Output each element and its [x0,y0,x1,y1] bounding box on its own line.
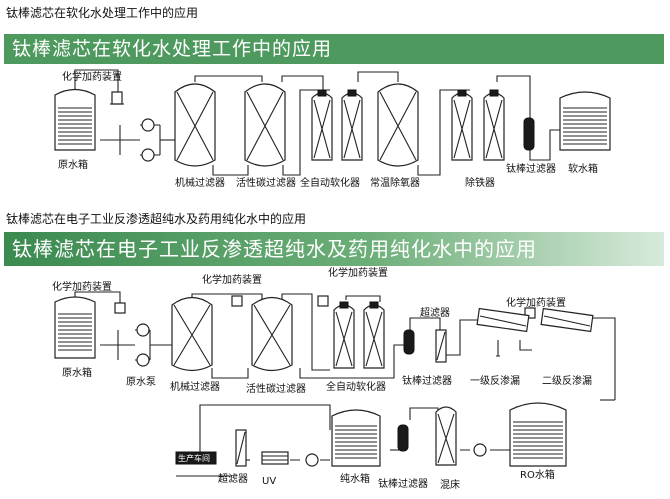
mechanical-filter: 机械过滤器 [170,296,220,393]
raw-tank-label: 原水箱 [58,158,88,171]
dosing-device-3 [317,295,329,307]
pure-water-tank: 纯水箱 [331,409,381,485]
ro-water-tank: RO水箱 [509,402,567,481]
pump-icon [473,443,487,457]
pump-icon [136,323,150,367]
ti-filter-label: 钛棒过滤器 [506,162,556,175]
titanium-rod-filter-1: 钛棒过滤器 [402,329,452,387]
raw-pump-label: 原水泵 [126,376,156,388]
ultrafilter-1: 超滤器 [420,306,450,363]
carbon-filter: 活性碳过滤器 [236,83,296,189]
ro-2-label: 二级反渗漏 [542,374,592,387]
titanium-rod-filter: 钛棒过滤器 [506,117,556,175]
dosing-label-4: 化学加药装置 [506,296,566,309]
soft-water-tank: 软水箱 [559,91,611,175]
banner-top: 钛棒滤芯在软化水处理工作中的应用 [4,34,664,64]
pure-tank-label: 纯水箱 [340,472,370,485]
softener-label: 全自动软化器 [326,380,386,393]
mixed-bed-label: 混床 [440,478,460,491]
pump-icon [141,118,155,162]
dosing-label-3: 化学加药装置 [328,266,388,279]
dosing-device: 化学加药装置 [62,70,124,105]
iron-removal-label: 除铁器 [465,176,495,189]
ro-stage-2: 二级反渗漏 [540,307,594,387]
ultrafilter-1-label: 超滤器 [420,306,450,319]
softener: 全自动软化器 [300,89,363,189]
production-workshop: 生产车间 [175,451,217,465]
dosing-label: 化学加药装置 [62,70,122,83]
softening-process-diagram: 化学加药装置 原水箱 机械过滤器 活性碳过滤器 全自动软化器 常温除氧器 [54,69,611,189]
caption-top: 钛棒滤芯在软化水处理工作中的应用 [6,6,199,20]
deaerator: 常温除氧器 [370,83,420,189]
ro-tank-label: RO水箱 [520,468,555,481]
raw-water-tank: 原水箱 [54,296,96,379]
dosing-device-2 [231,295,243,307]
mech-filter-label: 机械过滤器 [175,176,225,189]
carbon-filter: 活性碳过滤器 [246,296,306,395]
softener-label: 全自动软化器 [300,176,360,189]
mechanical-filter: 机械过滤器 [174,83,225,189]
carbon-filter-label: 活性碳过滤器 [236,176,296,189]
carbon-filter-label: 活性碳过滤器 [246,382,306,395]
dosing-device-4 [524,307,536,319]
ultrafilter-2-label: 超滤器 [218,472,248,485]
soft-tank-label: 软水箱 [568,162,598,175]
raw-tank-label: 原水箱 [62,366,92,379]
ti-filter-1-label: 钛棒过滤器 [402,374,452,387]
ro-stage-1: 一级反渗漏 [470,307,530,387]
raw-water-tank: 原水箱 [54,88,96,171]
caption-bottom: 钛棒滤芯在电子工业反渗透超纯水及药用纯化水中的应用 [6,212,307,226]
iron-removal: 除铁器 [451,89,505,189]
uv-sterilizer: UV [261,451,289,487]
mech-filter-label: 机械过滤器 [170,380,220,393]
ultrafilter-2: 超滤器 [218,429,248,485]
softener: 全自动软化器 [326,301,386,393]
dosing-label-1: 化学加药装置 [52,280,112,293]
mixed-bed: 混床 [435,406,460,491]
dosing-device-1 [114,302,126,314]
pump-icon [305,453,319,467]
titanium-rod-filter-2: 钛棒过滤器 [378,424,428,490]
banner-bottom: 钛棒滤芯在电子工业反渗透超纯水及药用纯化水中的应用 [4,232,664,266]
ti-filter-2-label: 钛棒过滤器 [378,477,428,490]
uv-label: UV [262,476,276,487]
ro-1-label: 一级反渗漏 [470,374,520,387]
deaerator-label: 常温除氧器 [370,176,420,189]
workshop-label: 生产车间 [178,453,210,463]
dosing-label-2: 化学加药装置 [202,273,262,286]
